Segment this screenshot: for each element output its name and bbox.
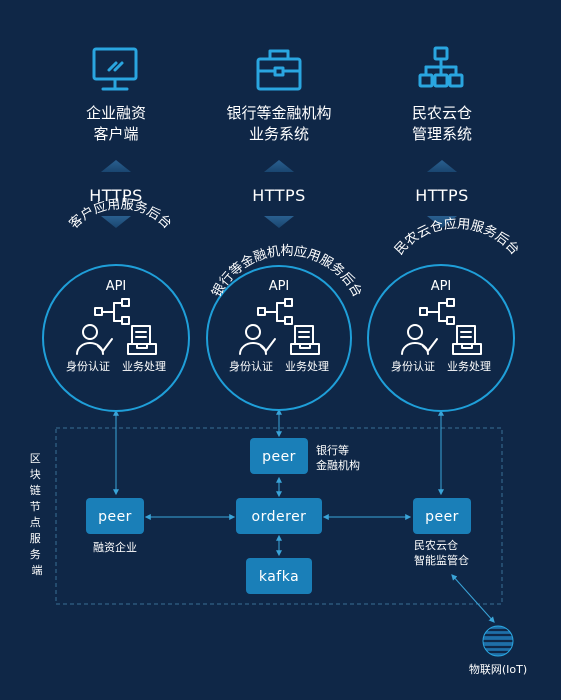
iot: 物联网(IoT) — [469, 625, 527, 676]
api-tree-icon — [419, 298, 455, 325]
node-caption: 融资企业 — [93, 540, 137, 554]
https-connector-1: HTTPS — [89, 160, 143, 228]
user-check-icon — [76, 324, 113, 355]
iot-label: 物联网(IoT) — [469, 662, 527, 676]
backend-circle-1: 客户应用服务后台 API 身份认证 业务处理 — [42, 197, 190, 412]
https-label: HTTPS — [252, 186, 306, 205]
business-process-label: 业务处理 — [285, 360, 329, 373]
user-check-icon — [401, 324, 438, 355]
connector-peer-iot — [451, 574, 495, 623]
node-label: kafka — [259, 569, 299, 585]
blockchain-section-border — [55, 427, 503, 605]
business-process-label: 业务处理 — [447, 360, 491, 373]
node-label: peer — [425, 509, 459, 525]
backend-title: 民农云仓应用服务后台 — [392, 216, 522, 258]
org-chart-icon — [418, 46, 464, 88]
client-enterprise: 企业融资 客户端 — [86, 47, 146, 143]
node-orderer: orderer — [236, 498, 322, 534]
document-tray-icon — [290, 325, 320, 355]
monitor-icon — [92, 47, 138, 91]
node-label: peer — [98, 509, 132, 525]
node-label: peer — [262, 449, 296, 465]
node-caption-line1: 银行等 — [316, 443, 349, 457]
backend-circle-3: 民农云仓应用服务后台 API 身份认证 业务处理 — [367, 216, 522, 412]
client-label-line1: 企业融资 — [86, 104, 146, 122]
node-label: orderer — [252, 509, 307, 525]
node-peer-warehouse: peer 民农云仓 智能监管仓 — [413, 498, 471, 567]
document-tray-icon — [452, 325, 482, 355]
document-tray-icon — [127, 325, 157, 355]
api-tree-icon — [257, 298, 293, 325]
client-label-line2: 管理系统 — [412, 125, 472, 143]
api-tree-icon — [94, 298, 130, 325]
node-caption-line2: 智能监管仓 — [414, 553, 469, 567]
identity-auth-label: 身份认证 — [391, 359, 435, 373]
https-connector-2: HTTPS — [252, 160, 306, 228]
client-label-line1: 民农云仓 — [412, 104, 472, 122]
blockchain-section-label: 区 块 链 节 点 服 务 端 — [30, 452, 45, 577]
https-connector-3: HTTPS — [415, 160, 469, 228]
node-caption-line2: 金融机构 — [316, 458, 360, 472]
client-warehouse: 民农云仓 管理系统 — [412, 46, 472, 143]
node-kafka: kafka — [246, 558, 312, 594]
node-peer-bank: peer 银行等 金融机构 — [250, 438, 360, 474]
identity-auth-label: 身份认证 — [229, 359, 273, 373]
business-process-label: 业务处理 — [122, 360, 166, 373]
globe-icon — [482, 625, 514, 657]
api-label: API — [269, 279, 290, 294]
client-bank: 银行等金融机构 业务系统 — [226, 49, 332, 143]
api-label: API — [431, 279, 452, 294]
briefcase-icon — [256, 49, 302, 91]
node-peer-finance: peer 融资企业 — [86, 498, 144, 554]
identity-auth-label: 身份认证 — [66, 359, 110, 373]
https-label: HTTPS — [415, 186, 469, 205]
user-check-icon — [239, 324, 276, 355]
api-label: API — [106, 279, 127, 294]
backend-circle-2: 银行等金融机构应用服务后台 API 身份认证 业务处理 — [206, 243, 365, 411]
https-label: HTTPS — [89, 186, 143, 205]
client-label-line2: 业务系统 — [249, 125, 309, 143]
client-label-line2: 客户端 — [93, 125, 138, 143]
client-label-line1: 银行等金融机构 — [226, 104, 331, 122]
node-caption-line1: 民农云仓 — [414, 538, 458, 552]
